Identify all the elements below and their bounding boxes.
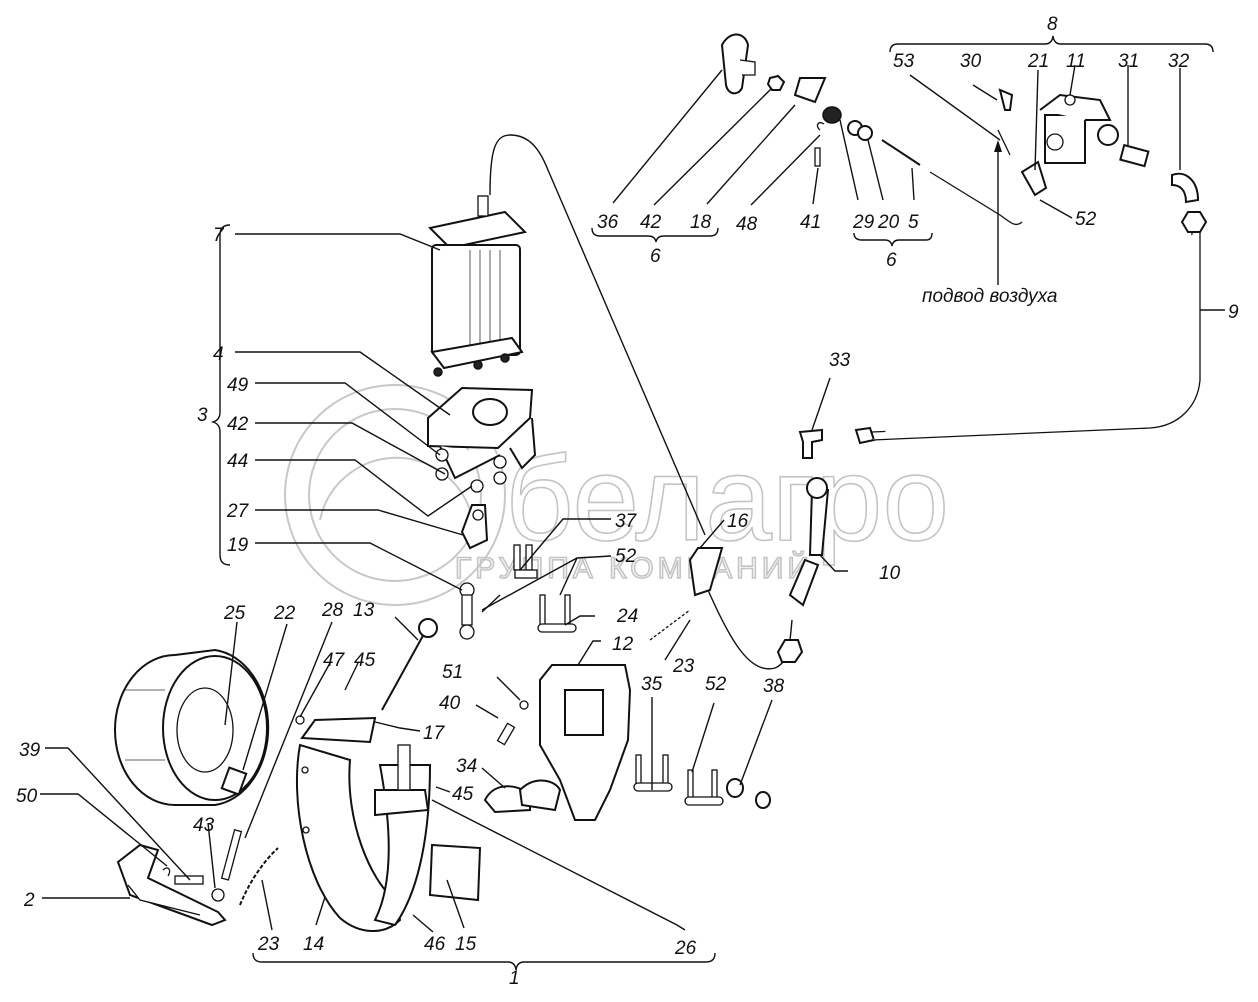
label-23-bottom: 23 xyxy=(257,934,280,955)
label-1: 1 xyxy=(509,968,520,989)
label-8: 8 xyxy=(1047,14,1058,35)
label-42-left: 42 xyxy=(227,414,249,435)
label-12: 12 xyxy=(612,634,634,655)
label-18: 18 xyxy=(690,212,712,233)
brace-group-8 xyxy=(889,35,1214,53)
label-37: 37 xyxy=(615,511,638,532)
label-26: 26 xyxy=(674,938,697,959)
fittings xyxy=(720,33,1023,226)
nut xyxy=(220,766,248,796)
brace-group-6-right xyxy=(853,232,933,247)
label-49: 49 xyxy=(227,375,249,396)
label-52-mid: 52 xyxy=(615,546,637,567)
label-35: 35 xyxy=(641,674,663,695)
brake-drum xyxy=(114,648,270,806)
watermark-brand: белагро xyxy=(505,432,949,566)
linings xyxy=(374,744,482,902)
label-22: 22 xyxy=(273,603,296,624)
leader-lines xyxy=(40,64,1225,933)
label-6-right: 6 xyxy=(886,250,897,271)
label-50: 50 xyxy=(16,786,38,807)
label-7: 7 xyxy=(213,225,225,246)
watermark-logo-inner-ring xyxy=(308,408,482,582)
label-11: 11 xyxy=(1066,51,1086,72)
label-3: 3 xyxy=(197,405,208,426)
label-48: 48 xyxy=(736,214,758,235)
label-30: 30 xyxy=(960,51,982,72)
label-15: 15 xyxy=(455,934,477,955)
label-36: 36 xyxy=(597,212,619,233)
label-13: 13 xyxy=(353,600,375,621)
watermark-logo-outer-ring xyxy=(284,384,506,606)
label-29: 29 xyxy=(852,212,875,233)
label-52-top: 52 xyxy=(1075,209,1097,230)
label-46: 46 xyxy=(424,934,446,955)
label-6-left: 6 xyxy=(650,246,661,267)
label-51: 51 xyxy=(442,662,463,683)
label-21: 21 xyxy=(1027,51,1049,72)
hose-and-tee xyxy=(776,428,830,663)
label-20: 20 xyxy=(877,212,900,233)
label-9: 9 xyxy=(1228,302,1239,323)
watermark: белагро ГРУППА КОМПАНИЙ xyxy=(284,384,950,606)
control-valve xyxy=(997,88,1200,204)
brace-group-3 xyxy=(210,224,231,566)
bolt-and-washer xyxy=(496,700,529,746)
label-28: 28 xyxy=(321,600,344,621)
label-24: 24 xyxy=(616,606,638,627)
label-41: 41 xyxy=(800,212,821,233)
air-supply-caption: подвод воздуха xyxy=(922,286,1058,307)
label-19: 19 xyxy=(227,535,249,556)
braces xyxy=(210,35,1214,971)
label-34: 34 xyxy=(456,756,477,777)
fork-and-rod xyxy=(459,504,489,640)
label-44: 44 xyxy=(227,451,248,472)
brake-valve xyxy=(483,664,632,821)
label-33: 33 xyxy=(829,350,851,371)
small-hardware xyxy=(162,715,305,906)
label-39: 39 xyxy=(19,740,41,761)
label-38: 38 xyxy=(763,676,785,697)
adjusting-rod xyxy=(381,618,438,711)
label-45-left: 45 xyxy=(354,650,376,671)
label-45-right: 45 xyxy=(452,784,474,805)
label-4: 4 xyxy=(213,344,224,365)
label-43: 43 xyxy=(193,815,215,836)
label-25: 25 xyxy=(223,603,246,624)
label-23-top: 23 xyxy=(672,656,695,677)
mounting-bracket xyxy=(116,843,227,927)
label-17: 17 xyxy=(423,723,446,744)
label-14: 14 xyxy=(303,934,324,955)
brake-chamber xyxy=(427,134,706,536)
label-47: 47 xyxy=(323,650,346,671)
part-labels: 36 42 18 48 41 29 20 5 6 6 8 53 30 21 11… xyxy=(16,14,1239,989)
label-2: 2 xyxy=(23,890,35,911)
label-27: 27 xyxy=(226,501,250,522)
label-32: 32 xyxy=(1168,51,1190,72)
label-16: 16 xyxy=(727,511,749,532)
brace-group-6-left xyxy=(591,227,719,243)
label-42: 42 xyxy=(640,212,662,233)
label-40: 40 xyxy=(439,693,461,714)
chamber-bracket xyxy=(427,386,537,493)
brace-group-1 xyxy=(252,952,716,971)
watermark-logo-arc xyxy=(319,456,471,521)
pins xyxy=(513,544,771,809)
air-line xyxy=(854,211,1208,445)
label-10: 10 xyxy=(879,563,901,584)
label-31: 31 xyxy=(1118,51,1139,72)
label-53: 53 xyxy=(893,51,915,72)
label-52-lower: 52 xyxy=(705,674,727,695)
label-5: 5 xyxy=(908,212,919,233)
